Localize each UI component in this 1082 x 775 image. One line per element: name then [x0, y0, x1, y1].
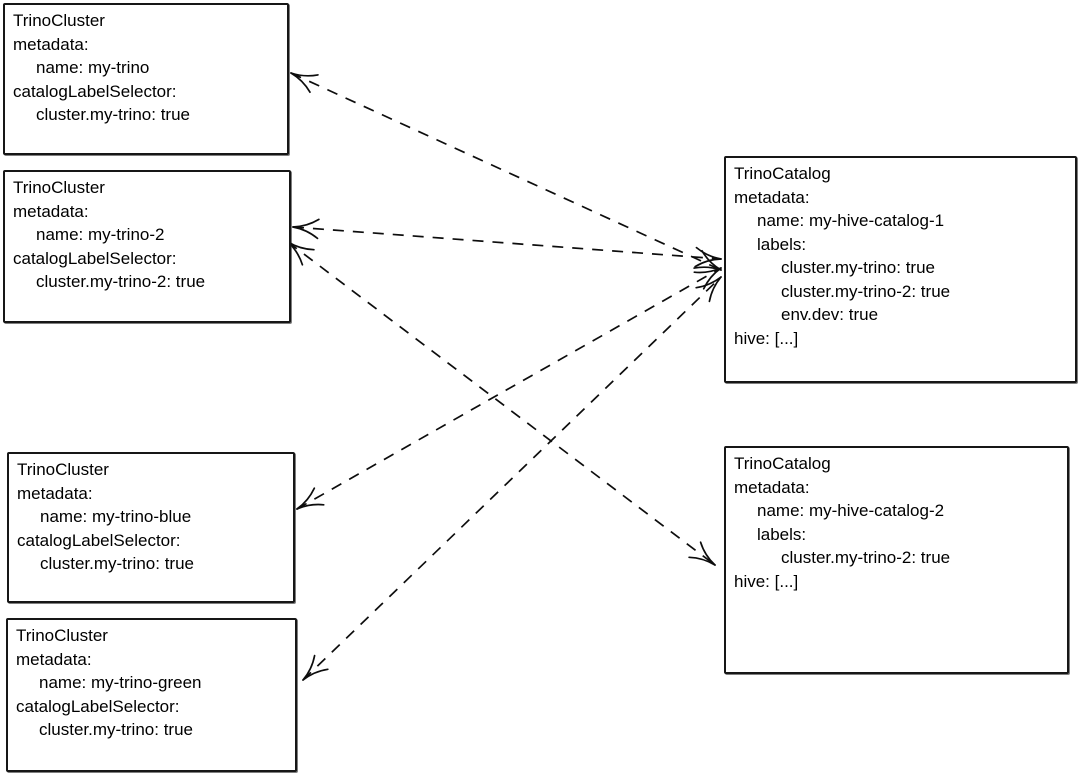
node-text-line: TrinoCluster — [16, 626, 108, 645]
arrowhead-at-trino-catalog-1 — [695, 276, 722, 289]
edge-trino-cluster-2-to-trino-catalog-1 — [292, 226, 722, 260]
node-text-line: cluster.my-trino: true — [36, 105, 190, 124]
node-text-line: cluster.my-trino: true — [39, 720, 193, 739]
arrowhead-at-trino-cluster-blue — [296, 487, 316, 510]
edge-trino-cluster-blue-to-trino-catalog-1 — [296, 267, 722, 510]
node-text-line: catalogLabelSelector: — [17, 530, 181, 550]
node-text-line: TrinoCatalog — [734, 164, 831, 183]
edge-trino-cluster-2-to-trino-catalog-2 — [287, 241, 716, 566]
node-text-line: name: my-trino-blue — [40, 507, 192, 526]
arrowhead-at-trino-cluster-2 — [292, 218, 320, 228]
arrowhead-at-trino-cluster-green — [302, 668, 329, 681]
node-trino-cluster-blue: TrinoCluster metadata: name: my-trino-blue… — [7, 452, 295, 603]
node-text-line: metadata: — [16, 649, 92, 669]
node-text-line: TrinoCluster — [17, 460, 109, 479]
arrowhead-at-trino-cluster-1 — [290, 72, 319, 77]
node-text-line: metadata: — [13, 201, 89, 221]
node-text-line: env.dev: true — [781, 305, 879, 324]
arrowhead-at-trino-catalog-2 — [688, 556, 716, 566]
node-trino-cluster-green: TrinoCluster metadata: name: my-trino-gree… — [6, 618, 297, 772]
node-text-line: cluster.my-trino-2: true — [36, 272, 206, 291]
node-text-line: metadata: — [13, 34, 89, 54]
arrowhead-at-trino-catalog-1 — [701, 249, 722, 271]
node-text-line: catalogLabelSelector: — [13, 81, 177, 101]
edge-trino-cluster-green-to-trino-catalog-1 — [302, 276, 722, 681]
node-text-line: name: my-hive-catalog-1 — [757, 211, 945, 230]
node-text-line: metadata: — [17, 483, 93, 503]
arrowhead-at-trino-cluster-blue — [296, 503, 325, 510]
arrowhead-at-trino-catalog-1 — [695, 246, 722, 260]
arrowhead-at-trino-cluster-2 — [287, 241, 315, 251]
node-trino-catalog-1: TrinoCatalog metadata: name: my-hive-catal… — [724, 156, 1077, 383]
arrowhead-at-trino-catalog-1 — [693, 267, 722, 274]
node-text-line: labels: — [757, 234, 807, 254]
arrowhead-at-trino-cluster-2 — [292, 226, 319, 240]
arrowhead-at-trino-cluster-green — [302, 654, 316, 681]
node-text-line: cluster.my-trino: true — [781, 258, 935, 277]
arrowhead-at-trino-catalog-1 — [693, 266, 722, 271]
node-text-line: name: my-hive-catalog-2 — [757, 501, 945, 520]
node-text-line: cluster.my-trino-2: true — [781, 548, 951, 567]
arrowhead-at-trino-catalog-2 — [699, 541, 716, 566]
node-text-line: TrinoCatalog — [734, 454, 831, 473]
node-text-line: metadata: — [734, 187, 810, 207]
node-text-line: metadata: — [734, 477, 810, 497]
arrowhead-at-trino-catalog-1 — [708, 276, 722, 303]
arrowhead-at-trino-cluster-1 — [290, 72, 311, 94]
node-text-line: cluster.my-trino: true — [40, 554, 194, 573]
node-text-line: catalogLabelSelector: — [16, 696, 180, 716]
node-trino-cluster-1: TrinoCluster metadata: name: my-trino catal… — [3, 3, 289, 155]
node-text-line: hive: [...] — [734, 571, 799, 591]
node-text-line: labels: — [757, 524, 807, 544]
node-text-line: TrinoCluster — [13, 11, 105, 30]
node-text-line: cluster.my-trino-2: true — [781, 281, 951, 301]
node-text-line: hive: [...] — [734, 328, 799, 348]
node-trino-cluster-2: TrinoCluster metadata: name: my-trino-2 cat… — [3, 170, 291, 323]
node-text-line: name: my-trino-2 — [36, 225, 165, 244]
arrowhead-at-trino-catalog-1 — [702, 267, 722, 290]
node-text-line: catalogLabelSelector: — [13, 248, 177, 268]
node-text-line: name: my-trino — [36, 58, 150, 77]
node-text-line: TrinoCluster — [13, 178, 105, 197]
node-trino-catalog-2: TrinoCatalog metadata: name: my-hive-catal… — [724, 446, 1069, 674]
arrowhead-at-trino-catalog-1 — [694, 258, 722, 268]
edge-trino-cluster-1-to-trino-catalog-1 — [290, 72, 722, 271]
node-text-line: name: my-trino-green — [39, 673, 202, 692]
